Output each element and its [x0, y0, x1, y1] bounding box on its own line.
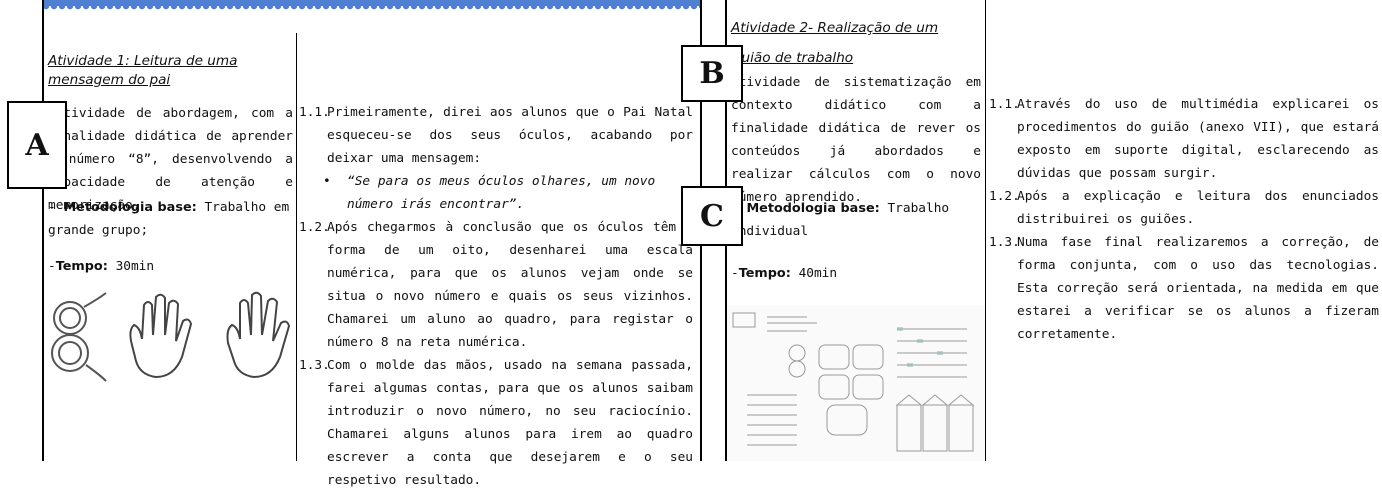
label-c: C [681, 186, 743, 246]
list-item: 1.2. Após chegarmos à conclusão que os ó… [299, 220, 693, 350]
activity-1-title: Atividade 1: Leitura de uma mensagem do … [48, 53, 238, 88]
header-decoration-bar [42, 0, 702, 11]
activity-1-steps: 1.1. Primeiramente, direi aos alunos que… [299, 101, 693, 492]
activity-2-title: Atividade 2- Realização de um Guião de t… [731, 20, 939, 66]
label-a: A [7, 101, 67, 189]
label-b: B [681, 45, 743, 102]
left-hand-icon [129, 293, 193, 379]
left-page [0, 0, 702, 461]
right-column-divider [985, 0, 986, 461]
list-item: 1.2. Após a explicação e leitura dos enu… [989, 189, 1379, 227]
activity-1-description: -Atividade de abordagem, com a finalidad… [48, 106, 293, 213]
glasses-eight-icon [51, 292, 107, 382]
right-hand-icon [226, 291, 291, 379]
list-item: 1.1. Primeiramente, direi aos alunos que… [299, 105, 693, 166]
activity-2-methodology: - Metodologia base: Trabalho individual [731, 201, 950, 239]
activity-2-time: -Tempo: 40min [731, 266, 838, 281]
left-column-divider [296, 33, 297, 461]
activity-2-description: Atividade de sistematização em contexto … [731, 75, 981, 205]
list-item: 1.1. Através do uso de multimédia explic… [989, 97, 1379, 181]
list-item: 1.3. Numa fase final realizaremos a corr… [989, 235, 1379, 342]
glasses-and-hands-illustration [51, 291, 291, 382]
quote-bullet: • “Se para os meus óculos olhares, um no… [323, 174, 656, 212]
worksheet-thumbnail-image [727, 305, 985, 461]
activity-1-time: -Tempo: 30min [48, 259, 155, 274]
activity-1-methodology: - Metodologia base: Trabalho em grande g… [48, 200, 290, 238]
list-item: 1.3. Com o molde das mãos, usado na sema… [299, 358, 693, 488]
left-table-border [42, 0, 44, 461]
activity-2-steps: 1.1. Através do uso de multimédia explic… [989, 93, 1379, 346]
